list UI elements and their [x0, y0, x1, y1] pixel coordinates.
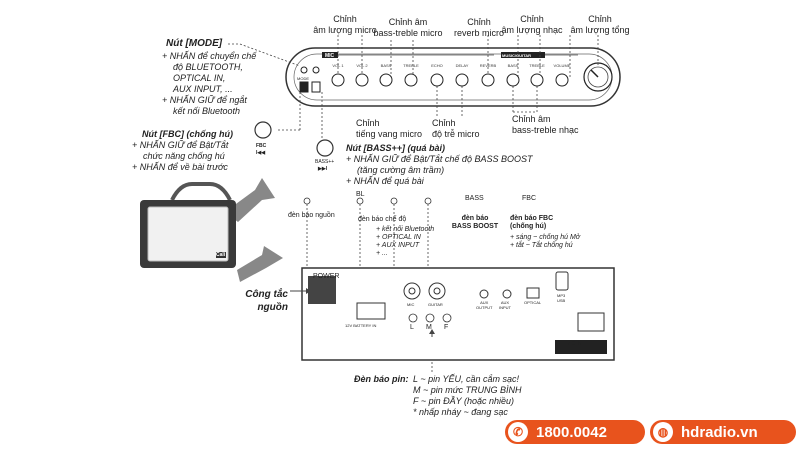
- led-bl-desc: đèn báo chế độ: [358, 216, 407, 223]
- battery-led-l: L: [410, 324, 414, 331]
- led-fbc-name: FBC: [522, 195, 536, 202]
- optical-label: OPTICAL: [524, 300, 542, 305]
- aux-input-label: AUX INPUT: [499, 300, 511, 310]
- label-music-volume: Chỉnh âm lượng nhạc: [501, 14, 563, 35]
- label-music-bass-treble: Chỉnh âm bass-treble nhạc: [512, 114, 579, 135]
- top-panel: [285, 47, 621, 107]
- knob-label: TREBLE: [403, 63, 419, 68]
- mp3-usb-label: MP3 USB: [557, 293, 566, 303]
- fbc-line: + NHẤN GIỮ để Bật/Tắt: [132, 140, 229, 150]
- led-bass-desc: đèn báo BASS BOOST: [451, 215, 499, 230]
- label-mic-bass-treble: Chỉnh âm bass-treble micro: [373, 17, 443, 38]
- knob-label: BASS: [507, 63, 519, 68]
- battery-led-m: M: [426, 324, 432, 331]
- panel-mode-label: MODE: [297, 76, 309, 81]
- website-badge[interactable]: ◍ hdradio.vn: [650, 420, 796, 444]
- phone-icon: ✆: [508, 422, 528, 442]
- mode-line: kết nối Bluetooth: [173, 106, 241, 116]
- led-bl-item: + kết nối Bluetooth: [376, 226, 435, 233]
- battery-line: M ~ pin mức TRUNG BÌNH: [413, 385, 522, 395]
- label-mic-echo: Chỉnh tiếng vang micro: [356, 118, 423, 139]
- knob-label: VOLUME: [553, 63, 571, 68]
- led-bl-item: + AUX INPUT: [376, 242, 420, 249]
- bass-description: + NHẤN GIỮ để Bật/Tắt chế độ BASS BOOST …: [346, 154, 566, 187]
- bass-line: (tăng cường âm trầm): [357, 165, 445, 175]
- label-mic-delay: Chỉnh độ trễ micro: [432, 118, 480, 139]
- bass-title: Nút [BASS++] (quá bài): [346, 143, 446, 153]
- fbc-description: + NHẤN GIỮ để Bật/Tắt chức năng chống hú…: [132, 140, 262, 173]
- mic-jack-label: MIC: [407, 302, 415, 307]
- mode-title: Nút [MODE]: [166, 38, 223, 49]
- hotline-number: 1800.0042: [536, 423, 607, 441]
- globe-icon: ◍: [653, 422, 673, 442]
- bass-button-label: BASS++: [315, 159, 335, 165]
- battery-line: * nhấp nháy ~ đang sạc: [413, 407, 508, 417]
- fbc-line: chức năng chống hú: [143, 151, 225, 161]
- knob-label: REVERB: [479, 63, 497, 68]
- led-bass-name: BASS: [465, 195, 484, 202]
- knob-label: VOL 1: [332, 63, 344, 68]
- led-bl-name: BL: [356, 191, 365, 198]
- battery-line: L ~ pin YẾU, cần cắm sạc!: [413, 374, 519, 384]
- battery-description: L ~ pin YẾU, cần cắm sạc! M ~ pin mức TR…: [413, 374, 573, 418]
- guitar-jack-label: GUITAR: [428, 302, 443, 307]
- knob-label: DELAY: [455, 63, 469, 68]
- hotline-badge[interactable]: ✆ 1800.0042: [505, 420, 645, 444]
- led-fbc-item: + sáng ~ chống hú Mở: [510, 234, 580, 241]
- panel-mic-section: MIC: [325, 53, 335, 59]
- label-master-volume: Chỉnh âm lượng tổng: [570, 14, 630, 35]
- fbc-line: + NHẤN để về bài trước: [132, 162, 228, 172]
- led-fbc-item: + tắt ~ Tắt chống hú: [510, 242, 573, 249]
- mode-line: AUX INPUT, ...: [173, 84, 233, 94]
- mode-description: + NHẤN để chuyển chế độ BLUETOOTH, OPTIC…: [162, 51, 302, 117]
- speaker-logo: Cali: [216, 252, 226, 258]
- battery-title: Đèn báo pin:: [354, 374, 409, 384]
- knob-label: BASS: [380, 63, 392, 68]
- led-bl-items: + kết nối Bluetooth + OPTICAL IN + AUX I…: [376, 226, 434, 258]
- ac-in-label: AC IN: [568, 341, 582, 347]
- speaker-illustration: [140, 182, 236, 268]
- battery-led-f: F: [444, 324, 449, 331]
- battery-in-label: 12V BATTERY IN: [345, 323, 377, 328]
- mode-line: + NHẤN GIỮ để ngắt: [162, 95, 247, 105]
- led-fbc-items: + sáng ~ chống hú Mở + tắt ~ Tắt chống h…: [510, 234, 580, 250]
- battery-line: F ~ pin ĐẦY (hoặc nhiều): [413, 396, 514, 406]
- led-bl-item: + ...: [376, 250, 388, 257]
- label-mic-volume: Chỉnh âm lượng micro: [313, 14, 377, 35]
- led-bl-item: + OPTICAL IN: [376, 234, 421, 241]
- bass-line: + NHẤN để quá bài: [346, 176, 424, 186]
- knob-label: ECHO: [431, 63, 443, 68]
- mode-line: + NHẤN để chuyển chế: [162, 51, 257, 61]
- mode-line: OPTICAL IN,: [173, 73, 226, 83]
- power-switch-caption: Công tắc nguồn: [245, 289, 288, 313]
- panel-music-section: MUSIC/GUITAR: [502, 53, 532, 58]
- label-mic-reverb: Chỉnh reverb micro: [453, 17, 504, 38]
- previous-track-icon: I◀◀: [256, 150, 266, 156]
- led-fbc-desc: đèn báo FBC (chống hú): [510, 215, 554, 230]
- power-label: POWER: [313, 273, 340, 280]
- website-link: hdradio.vn: [681, 423, 758, 441]
- mode-line: độ BLUETOOTH,: [173, 62, 243, 72]
- aux-output-label: AUX OUTPUT: [476, 300, 493, 310]
- fbc-title: Nút [FBC] (chống hú): [142, 129, 233, 139]
- led-power-desc: đèn báo nguồn: [288, 212, 335, 219]
- knob-label: VOL 2: [356, 63, 368, 68]
- knob-label: TREBLE: [529, 63, 545, 68]
- next-track-icon: ▶▶I: [318, 166, 328, 172]
- bass-line: + NHẤN GIỮ để Bật/Tắt chế độ BASS BOOST: [346, 154, 533, 164]
- fbc-button-label: FBC: [256, 143, 267, 149]
